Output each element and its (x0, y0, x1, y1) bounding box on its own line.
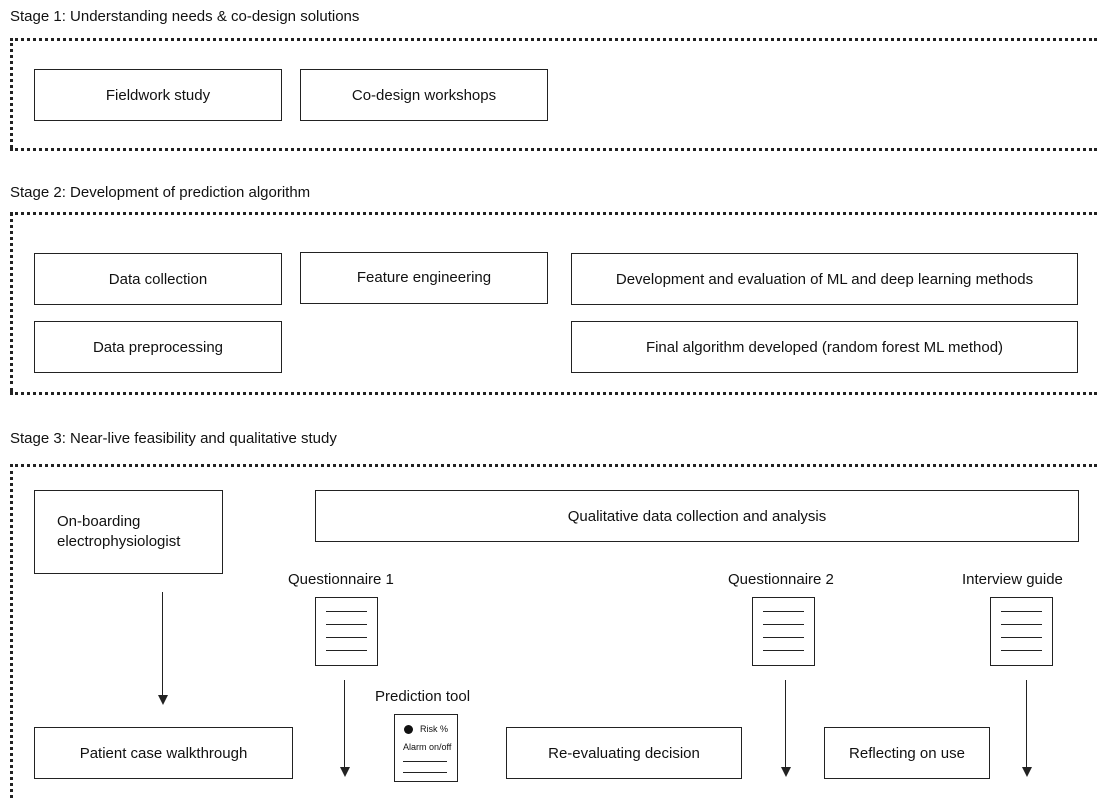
feature-engineering-box: Feature engineering (300, 252, 548, 304)
arrow-onboarding-shaft (162, 592, 163, 696)
arrow-down-icon (780, 767, 791, 777)
ml-development-box: Development and evaluation of ML and dee… (571, 253, 1078, 305)
arrow-down-icon (157, 695, 168, 705)
arrow-q1-shaft (344, 680, 345, 768)
interview-guide-label: Interview guide (962, 571, 1063, 588)
ml-development-label: Development and evaluation of ML and dee… (615, 270, 1034, 288)
alarm-label: Alarm on/off (403, 742, 452, 752)
data-preprocessing-label: Data preprocessing (92, 338, 224, 356)
stage-1-border-top (10, 38, 1097, 41)
feature-engineering-label: Feature engineering (356, 269, 492, 286)
risk-dot-icon (404, 725, 413, 734)
risk-label: Risk % (420, 724, 449, 734)
stage-1-border-bottom (10, 148, 1097, 151)
questionnaire-1-document-icon (315, 597, 378, 666)
stage-1-border-left (10, 38, 13, 148)
prediction-tool-label: Prediction tool (375, 688, 471, 705)
qualitative-data-box: Qualitative data collection and analysis (315, 490, 1079, 542)
patient-case-label: Patient case walkthrough (79, 744, 248, 762)
arrow-interview-shaft (1026, 680, 1027, 768)
on-boarding-box: On-boarding electrophysiologist (34, 490, 223, 574)
questionnaire-1-label: Questionnaire 1 (288, 571, 394, 588)
reflecting-label: Reflecting on use (849, 744, 965, 762)
re-evaluating-label: Re-evaluating decision (548, 744, 700, 762)
co-design-workshops-label: Co-design workshops (351, 86, 497, 104)
stage-2-border-left (10, 212, 13, 392)
data-collection-box: Data collection (34, 253, 282, 305)
qualitative-data-label: Qualitative data collection and analysis (567, 507, 827, 525)
fieldwork-study-label: Fieldwork study (105, 86, 211, 104)
stage-3-border-top (10, 464, 1097, 467)
stage-2-title: Stage 2: Development of prediction algor… (10, 184, 311, 201)
stage-3-border-left (10, 464, 13, 798)
prediction-tool-icon: Risk % Alarm on/off (394, 714, 458, 782)
re-evaluating-box: Re-evaluating decision (506, 727, 742, 779)
on-boarding-label: On-boarding electrophysiologist (57, 513, 181, 550)
data-preprocessing-box: Data preprocessing (34, 321, 282, 373)
arrow-q2-shaft (785, 680, 786, 768)
arrow-down-icon (1021, 767, 1032, 777)
patient-case-box: Patient case walkthrough (34, 727, 293, 779)
reflecting-box: Reflecting on use (824, 727, 990, 779)
fieldwork-study-box: Fieldwork study (34, 69, 282, 121)
arrow-down-icon (339, 767, 350, 777)
questionnaire-2-label: Questionnaire 2 (728, 571, 834, 588)
data-collection-label: Data collection (108, 270, 208, 288)
stage-2-border-bottom (10, 392, 1097, 395)
questionnaire-2-document-icon (752, 597, 815, 666)
stage-3-title: Stage 3: Near-live feasibility and quali… (10, 430, 337, 447)
stage-1-title: Stage 1: Understanding needs & co-design… (10, 8, 360, 25)
final-algorithm-label: Final algorithm developed (random forest… (645, 338, 1004, 356)
interview-guide-document-icon (990, 597, 1053, 666)
final-algorithm-box: Final algorithm developed (random forest… (571, 321, 1078, 373)
co-design-workshops-box: Co-design workshops (300, 69, 548, 121)
stage-2-border-top (10, 212, 1097, 215)
